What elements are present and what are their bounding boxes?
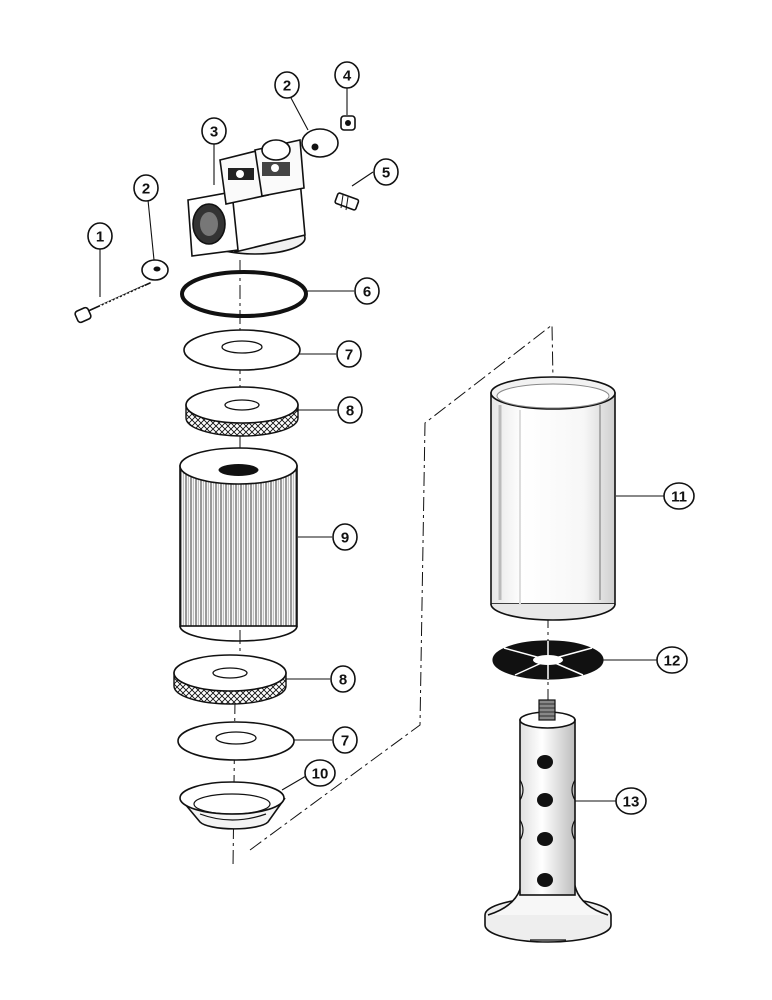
callout-number-11: 11 <box>663 482 695 510</box>
seal-upper-part <box>185 386 299 437</box>
callout-label: 2 <box>142 181 150 198</box>
callout-number-8: 8 <box>330 665 356 693</box>
callout-number-12: 12 <box>656 646 688 674</box>
cup-part <box>179 781 286 830</box>
gasket-upper-part <box>183 329 301 371</box>
callout-label: 2 <box>283 78 291 95</box>
filter-element-part <box>179 447 298 642</box>
filter-head-part <box>187 139 306 257</box>
seal-lower-part <box>173 654 287 705</box>
plug-part <box>334 192 360 211</box>
callout-number-7: 7 <box>332 726 358 754</box>
callout-label: 13 <box>623 794 640 811</box>
callout-number-5: 5 <box>373 158 399 186</box>
callout-number-4: 4 <box>334 61 360 89</box>
callout-label: 12 <box>664 653 681 670</box>
nut-part <box>340 115 356 131</box>
disc-part <box>492 640 604 680</box>
callout-number-2: 2 <box>274 71 300 99</box>
standpipe-part <box>484 699 612 943</box>
filter-can-part <box>490 376 616 621</box>
callout-number-9: 9 <box>332 523 358 551</box>
o-ring-part <box>180 270 308 318</box>
callout-number-10: 10 <box>304 759 336 787</box>
callout-label: 8 <box>339 672 347 689</box>
callout-number-8: 8 <box>337 396 363 424</box>
callout-number-3: 3 <box>201 117 227 145</box>
gasket-lower-part <box>177 721 295 761</box>
callout-label: 11 <box>671 489 687 506</box>
callout-label: 1 <box>96 229 104 246</box>
callout-label: 5 <box>382 165 390 182</box>
callout-label: 9 <box>341 530 349 547</box>
callout-label: 10 <box>312 766 329 783</box>
callout-label: 7 <box>345 347 353 364</box>
callout-number-1: 1 <box>87 222 113 250</box>
callout-number-7: 7 <box>336 340 362 368</box>
callout-number-13: 13 <box>615 787 647 815</box>
washer-upper-part <box>301 128 339 158</box>
callout-label: 6 <box>363 284 371 301</box>
callout-label: 4 <box>343 68 352 85</box>
callout-label: 3 <box>210 124 218 141</box>
callout-label: 7 <box>341 733 349 750</box>
bolt-part <box>74 282 151 324</box>
leader-lines <box>99 88 664 802</box>
callout-label: 8 <box>346 403 354 420</box>
callout-number-2: 2 <box>133 174 159 202</box>
callout-number-6: 6 <box>354 277 380 305</box>
washer-lower-part <box>141 259 169 281</box>
